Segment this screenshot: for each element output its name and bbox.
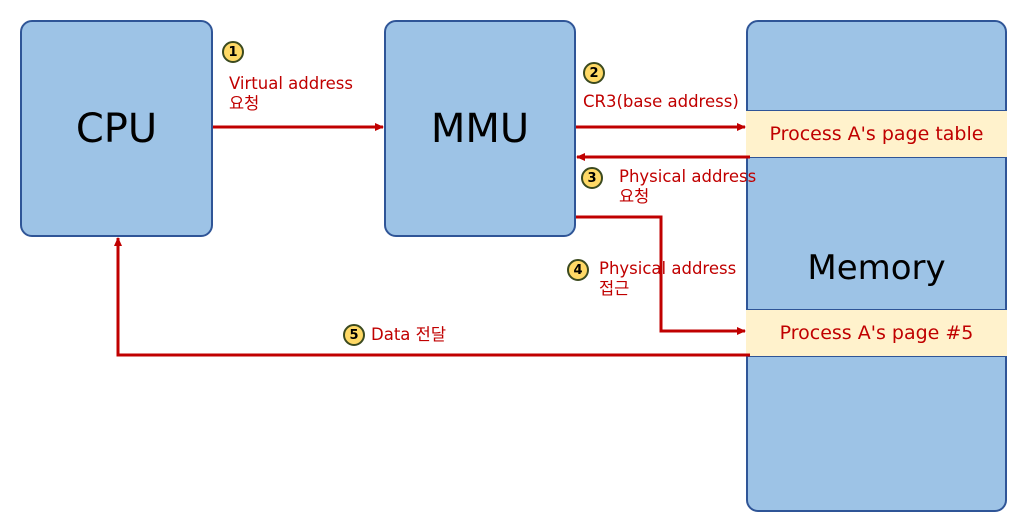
step-2-badge: 2 (583, 62, 605, 84)
memory-label: Memory (807, 248, 946, 288)
cpu-box: CPU (20, 20, 213, 237)
step-5-label: Data 전달 (371, 325, 447, 344)
step-1-label: Virtual address 요청 (229, 74, 353, 114)
step-2-label: CR3(base address) (583, 92, 739, 111)
mmu-box: MMU (384, 20, 576, 237)
step-4-badge: 4 (567, 259, 589, 281)
step-5-badge: 5 (343, 324, 365, 346)
memory-box: Process A's page table Memory Process A'… (746, 20, 1007, 512)
step-1-line1: Virtual address (229, 74, 353, 93)
arrow-memory-to-cpu (114, 237, 750, 357)
cpu-label: CPU (75, 105, 158, 152)
step-4-line2: 접근 (599, 279, 630, 298)
page-slot: Process A's page #5 (746, 309, 1007, 357)
step-4-line1: Physical address (599, 259, 737, 278)
step-1-line2: 요청 (229, 94, 260, 113)
page-table-slot: Process A's page table (746, 110, 1007, 158)
page-label: Process A's page #5 (779, 322, 974, 344)
step-3-line1: Physical address (619, 167, 757, 186)
mmu-label: MMU (430, 105, 530, 152)
step-3-label: Physical address 요청 (619, 167, 756, 207)
page-table-label: Process A's page table (769, 123, 984, 145)
step-3-line2: 요청 (619, 187, 650, 206)
step-4-label: Physical address 접근 (599, 259, 736, 299)
step-1-badge: 1 (222, 41, 244, 63)
step-3-badge: 3 (581, 167, 603, 189)
arrow-mmu-to-page (576, 215, 746, 335)
